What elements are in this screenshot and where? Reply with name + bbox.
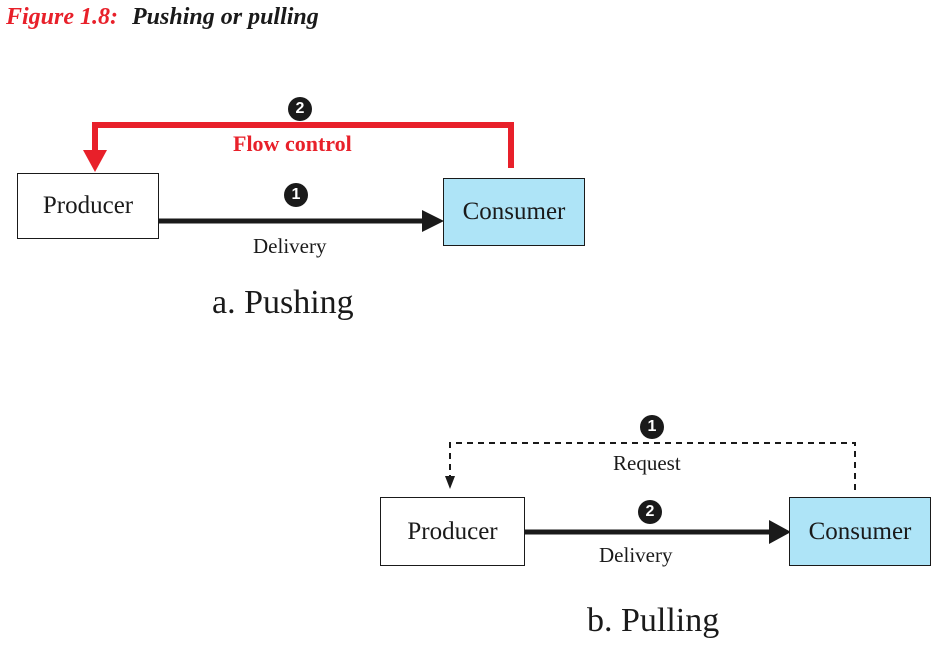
flow-control-label: Flow control bbox=[233, 131, 352, 156]
step-1-icon: 1 bbox=[640, 415, 664, 439]
request-arrowhead bbox=[445, 476, 455, 489]
pull-delivery-label: Delivery bbox=[599, 543, 673, 567]
pushing-caption: a. Pushing bbox=[212, 284, 354, 321]
consumer-box: Consumer bbox=[443, 178, 585, 246]
consumer-box: Consumer bbox=[789, 497, 931, 566]
flow-control-arrowhead bbox=[83, 150, 107, 172]
step-2-icon: 2 bbox=[638, 500, 662, 524]
request-label: Request bbox=[613, 451, 681, 475]
figure-caption-text: Pushing or pulling bbox=[132, 4, 319, 30]
producer-box: Producer bbox=[17, 173, 159, 239]
step-2-icon: 2 bbox=[288, 97, 312, 121]
pulling-caption: b. Pulling bbox=[587, 602, 720, 639]
figure-number: Figure 1.8: bbox=[6, 4, 119, 30]
push-delivery-label: Delivery bbox=[253, 234, 327, 258]
producer-box: Producer bbox=[380, 497, 525, 566]
push-delivery-arrowhead bbox=[422, 210, 444, 232]
pull-delivery-arrowhead bbox=[769, 520, 791, 544]
request-line bbox=[449, 442, 856, 490]
step-1-icon: 1 bbox=[284, 183, 308, 207]
flow-control-line bbox=[92, 122, 514, 168]
figure-title: Figure 1.8: Pushing or pulling bbox=[6, 4, 319, 31]
